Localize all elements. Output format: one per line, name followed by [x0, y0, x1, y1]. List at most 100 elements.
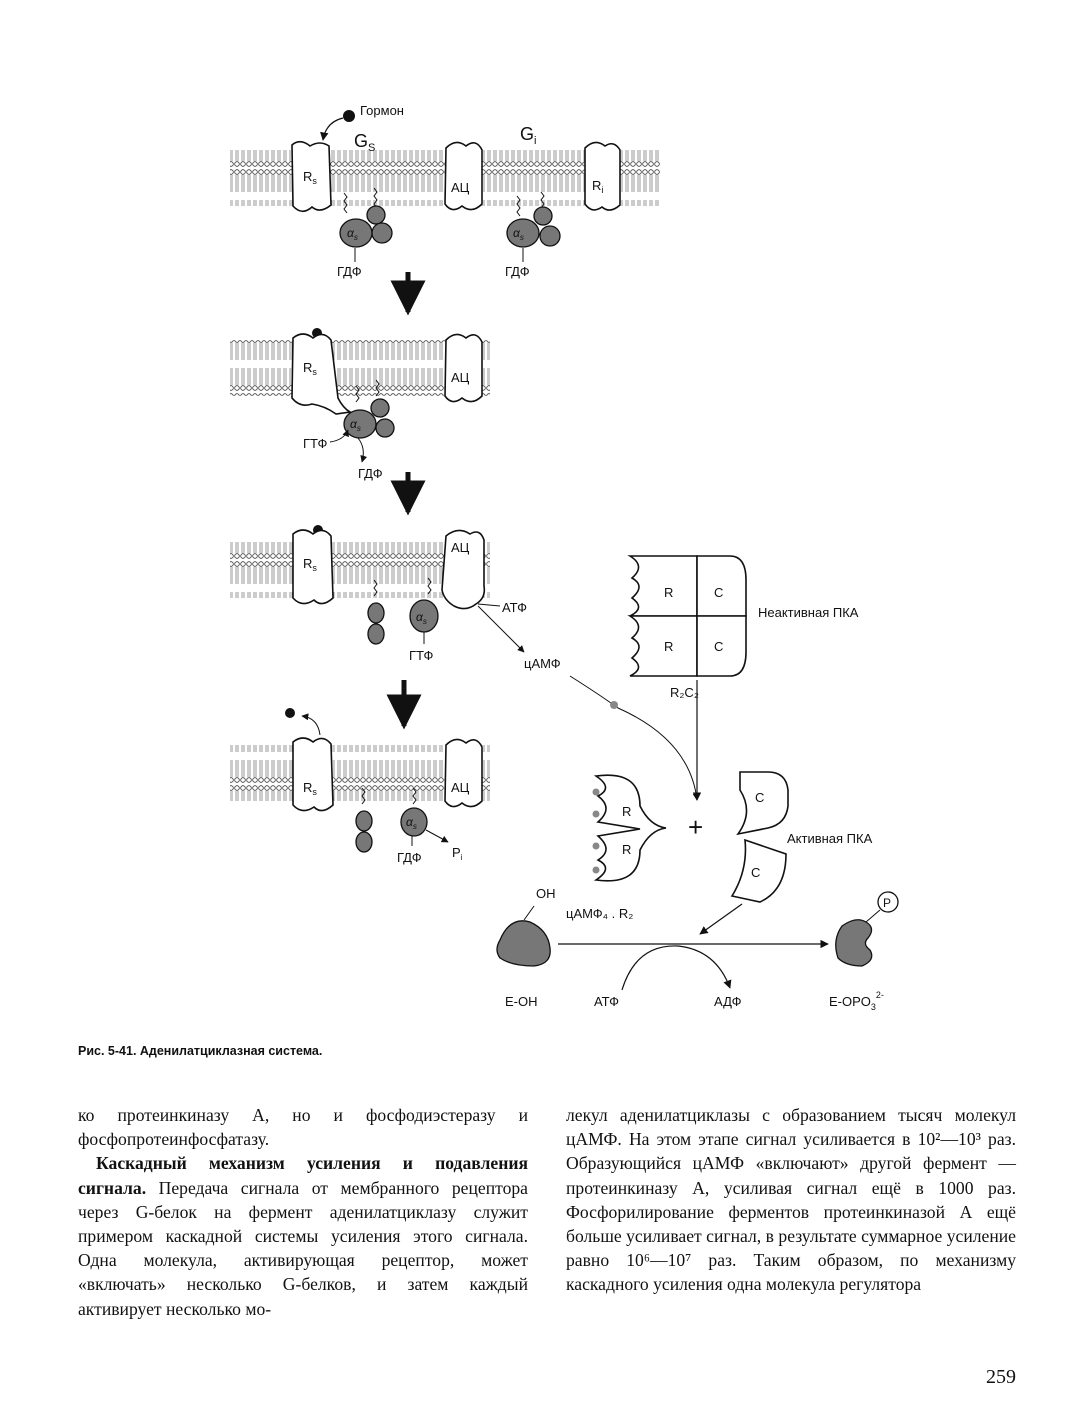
rs-label: Rs: [303, 780, 317, 797]
pka-action-arrow: [699, 903, 743, 935]
paragraph: лекул аденилатциклазы с образованием тыс…: [566, 1105, 1016, 1295]
receptor-rs: [292, 529, 334, 605]
beta-gamma: [355, 787, 373, 853]
adp-label: АДФ: [714, 994, 742, 1009]
c-subunit-2: [730, 838, 787, 903]
gs-protein: αs ГДФ: [337, 187, 393, 279]
receptor-rs: [292, 737, 334, 812]
gs-label: GS: [354, 131, 375, 154]
adenylate-cyclase-active: [441, 529, 486, 610]
gdp-label: ГДФ: [358, 466, 383, 481]
camp-arrow: [477, 605, 525, 653]
stage-1: Гормон GS Gi Rs АЦ Ri αs ГДФ αs ГДФ: [230, 103, 660, 279]
stage-4: Rs АЦ αs ГДФ Pi: [230, 708, 490, 865]
svg-text:ГДФ: ГДФ: [505, 264, 530, 279]
gi-label: Gi: [520, 124, 536, 147]
r-subunit-bottom: [627, 615, 698, 677]
ac-label: АЦ: [451, 370, 470, 385]
page-number: 259: [986, 1366, 1016, 1388]
camp-to-pka-arrow: [569, 675, 700, 801]
stage-2: Rs АЦ αs ГТФ ГДФ: [230, 328, 490, 481]
c-subunit-1: [736, 771, 789, 836]
text-column-right: лекул аденилатциклазы с образованием тыс…: [566, 1103, 1016, 1297]
c-subunit-bottom: [696, 615, 747, 677]
alpha-gdp: αs ГДФ Pi: [397, 787, 463, 865]
adenylate-cyclase: [444, 141, 483, 211]
adenylate-cyclase: [444, 333, 483, 403]
oh-label: OH: [536, 886, 556, 901]
hormone-arrow: [320, 117, 344, 141]
section-heading: Каскадный механизм усиления и подавления…: [78, 1153, 528, 1198]
e-oh-blob: [496, 920, 551, 967]
hormone-label: Гормон: [360, 103, 404, 118]
camp-dot: [610, 701, 618, 709]
hormone-release-arrow: [301, 713, 321, 736]
pi-label: Pi: [452, 845, 463, 862]
svg-text:αs: αs: [416, 610, 427, 626]
svg-text:R: R: [664, 585, 673, 600]
e-opo3-label: E-OPO32-: [829, 990, 884, 1012]
adenylate-cyclase-figure: Гормон GS Gi Rs АЦ Ri αs ГДФ αs ГДФ: [230, 103, 899, 1012]
active-pka: C C Активная ПКА: [699, 771, 873, 935]
rs-label: Rs: [303, 556, 317, 573]
gtp-arrow: [329, 429, 349, 443]
gtp-label: ГТФ: [303, 436, 328, 451]
gi-protein: αs ГДФ: [505, 191, 561, 279]
text-column-left: ко протеинкиназу А, но и фосфодиэстеразу…: [78, 1103, 528, 1321]
paragraph: ко протеинкиназу А, но и фосфодиэстеразу…: [78, 1105, 528, 1150]
inactive-pka: R C R C Неактивная ПКА R₂C₂: [627, 555, 859, 801]
svg-text:C: C: [755, 790, 764, 805]
svg-text:C: C: [751, 865, 760, 880]
c-subunit-top: [696, 555, 747, 617]
rs-label: Rs: [303, 360, 317, 377]
ac-label: АЦ: [451, 540, 470, 555]
gs-protein-active: αs: [343, 379, 395, 439]
camp4-r2-complex: R R цАМФ₄ . R₂: [566, 774, 667, 921]
paragraph-body: Передача сигнала от мембранного рецептор…: [78, 1177, 528, 1319]
beta-gamma: [367, 579, 385, 645]
svg-text:ГДФ: ГДФ: [337, 264, 362, 279]
gdp-out-arrow: [357, 437, 368, 463]
figure-caption: Рис. 5-41. Аденилатциклазная система.: [78, 1044, 323, 1058]
active-pka-label: Активная ПКА: [787, 831, 873, 846]
svg-text:αs: αs: [513, 226, 524, 242]
r2c2-label: R₂C₂: [670, 685, 699, 700]
svg-text:C: C: [714, 639, 723, 654]
svg-text:P: P: [883, 896, 891, 910]
e-opo3-blob: [835, 919, 873, 967]
atp-adp-arc: [621, 945, 732, 991]
svg-text:R: R: [622, 804, 631, 819]
svg-text:αs: αs: [406, 815, 417, 831]
adenylate-cyclase: [444, 738, 483, 808]
receptor-rs: [291, 140, 332, 213]
plus-sign: +: [688, 812, 703, 842]
atp-label: АТФ: [502, 600, 527, 615]
svg-text:R: R: [622, 842, 631, 857]
e-oh-label: E-OH: [505, 994, 538, 1009]
camp4-r2-label: цАМФ₄ . R₂: [566, 906, 633, 921]
receptor-rs: [291, 333, 353, 415]
svg-text:αs: αs: [347, 226, 358, 242]
phosphate-circle: [877, 891, 899, 913]
svg-text:ГТФ: ГТФ: [409, 648, 434, 663]
ri-label: Ri: [592, 178, 603, 195]
r-subunit-top: [627, 555, 698, 617]
ac-label: АЦ: [451, 780, 470, 795]
alpha-gtp: αs ГТФ: [409, 577, 439, 663]
paragraph: Каскадный механизм усиления и подавления…: [78, 1151, 528, 1320]
atp-line: [477, 603, 501, 607]
rs-label: Rs: [303, 169, 317, 186]
stage-3: Rs АЦ αs ГТФ АТФ цАМФ: [230, 525, 561, 671]
svg-text:C: C: [714, 585, 723, 600]
svg-text:αs: αs: [350, 417, 361, 433]
inactive-pka-label: Неактивная ПКА: [758, 605, 859, 620]
camp-label: цАМФ: [524, 656, 561, 671]
atp-label: АТФ: [594, 994, 619, 1009]
released-hormone-dot: [285, 708, 295, 718]
hormone-dot: [343, 110, 355, 122]
phosphorylation-reaction: OH E-OH АТФ АДФ P E-OPO32-: [496, 886, 899, 1012]
svg-text:R: R: [664, 639, 673, 654]
receptor-ri: [584, 141, 621, 211]
svg-text:ГДФ: ГДФ: [397, 850, 422, 865]
ac-label: АЦ: [451, 180, 470, 195]
